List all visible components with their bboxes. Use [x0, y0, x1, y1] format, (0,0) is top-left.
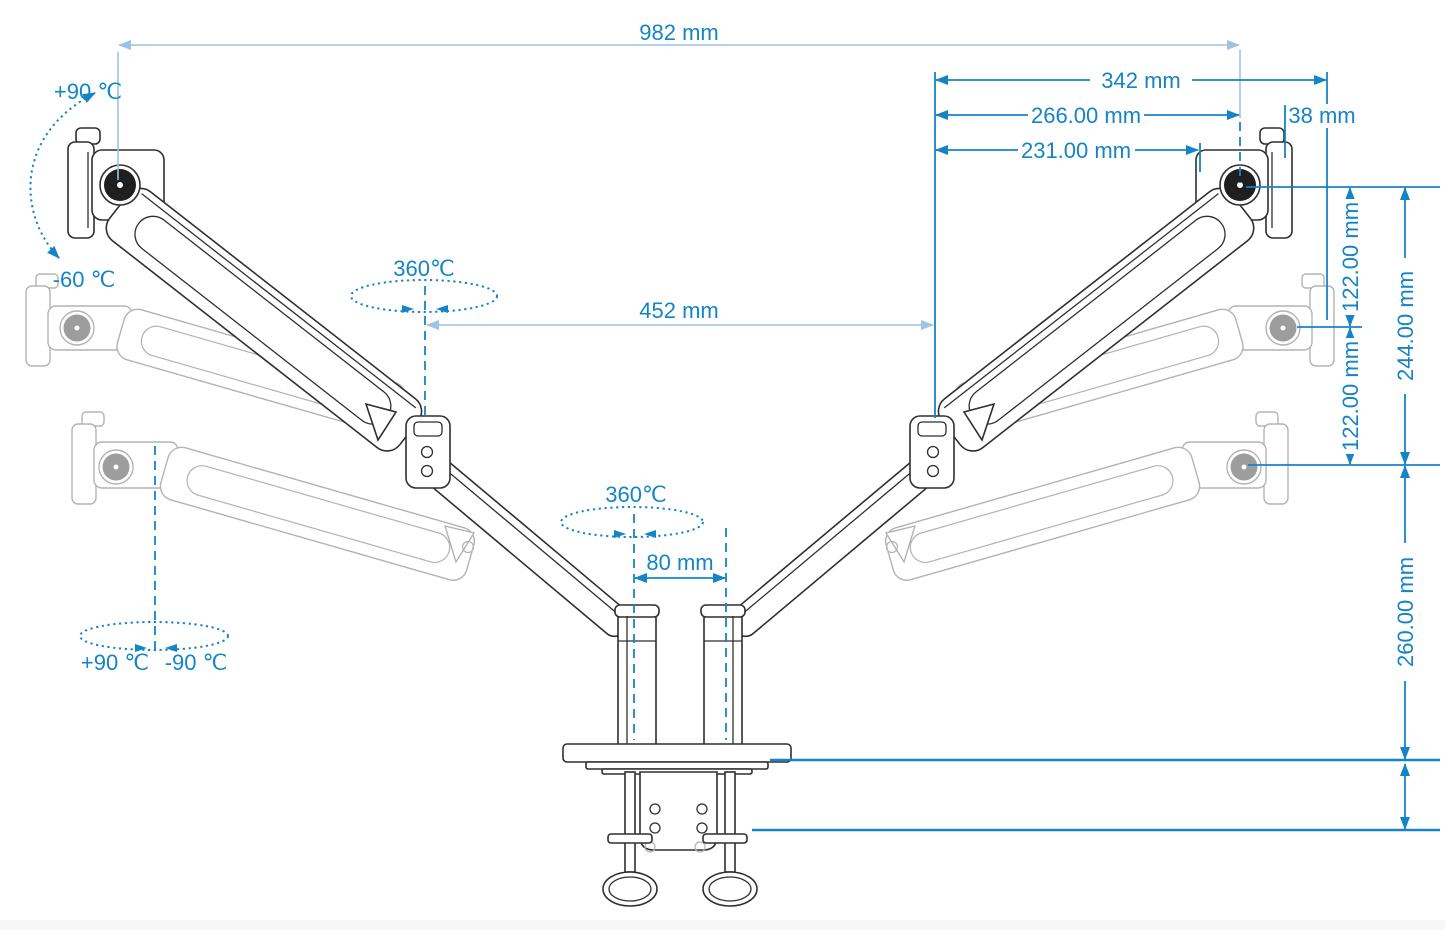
- label-bg-231: [1018, 138, 1135, 162]
- label-bg-244: [1395, 258, 1417, 394]
- elbow-screw-2: [420, 464, 434, 478]
- rotation-label-360-upper: 360℃: [393, 256, 454, 281]
- ghost-vesa-plate: [71, 423, 97, 505]
- dim-label-266: 266.00 mm: [1031, 103, 1141, 128]
- riser-pole: [614, 604, 660, 749]
- dim-label-452: 452 mm: [639, 298, 718, 323]
- rotation-ellipse-swivel: [79, 621, 229, 651]
- tilt-label-plus90: +90 ℃: [54, 79, 122, 104]
- dim-label-231: 231.00 mm: [1021, 138, 1131, 163]
- pole-cap: [614, 604, 660, 618]
- dim-label-244: 244.00 mm: [1393, 271, 1418, 381]
- rotation-arrow: [165, 644, 177, 652]
- elbow-clamp-detail: [413, 421, 443, 437]
- head-pivot-center: [117, 182, 123, 188]
- dim-label-80: 80 mm: [646, 550, 713, 575]
- ghost-arm-bar: [159, 446, 476, 581]
- ghost-pivot-center: [113, 464, 119, 470]
- ghost-arm-lower: [71, 411, 476, 581]
- elbow-joint-block: [405, 415, 451, 489]
- label-bg-122u: [1340, 199, 1362, 315]
- bracket-hole: [694, 841, 706, 853]
- rotation-arrow: [135, 644, 147, 652]
- arm-foot: [364, 402, 398, 442]
- pole-body: [617, 611, 657, 749]
- ghost-foot: [443, 525, 476, 564]
- dim-label-260: 260.00 mm: [1393, 557, 1418, 667]
- label-bg-260: [1395, 543, 1417, 681]
- clamp-knob-left-inner: [608, 876, 652, 902]
- dim-label-122-upper: 122.00 mm: [1338, 202, 1363, 312]
- main-arm: [67, 127, 632, 638]
- clamp-crossbar-right: [702, 833, 748, 844]
- right-arm-assembly: [700, 127, 1335, 749]
- rotation-arrow: [614, 530, 626, 538]
- rotation-arrow: [644, 530, 656, 538]
- dimension-labels: 982 mm 342 mm 266.00 mm 38 mm 231.00 mm …: [53, 20, 1418, 675]
- footer-strip: [0, 920, 1445, 930]
- clamp-rod-left: [624, 771, 636, 873]
- tilt-label-minus60: -60 ℃: [53, 267, 116, 292]
- label-bg-342: [1090, 68, 1192, 92]
- dim-label-38: 38 mm: [1288, 103, 1355, 128]
- swivel-label-minus90: -90 ℃: [165, 650, 228, 675]
- rotation-arrow: [402, 305, 414, 313]
- ghost-elbow-screw: [461, 540, 475, 554]
- ghost-pivot-center: [74, 325, 80, 331]
- clamp-crossbar-left: [607, 833, 653, 844]
- bracket-hole: [649, 822, 661, 834]
- dim-label-982: 982 mm: [639, 20, 718, 45]
- clamp-rod-right: [724, 771, 736, 873]
- label-backgrounds: [1018, 68, 1417, 681]
- ghost-vesa-plate: [25, 285, 51, 367]
- base-plate: [562, 743, 792, 763]
- product-drawing: [25, 127, 1335, 907]
- rotation-ellipse-center-360: [560, 506, 704, 538]
- left-arm-assembly: [25, 127, 660, 749]
- swivel-label-plus90: +90 ℃: [81, 650, 149, 675]
- label-bg-122l: [1340, 338, 1362, 454]
- dim-label-122-lower: 122.00 mm: [1338, 341, 1363, 451]
- desk-clamp-base: [562, 743, 792, 907]
- bracket-hole: [696, 822, 708, 834]
- label-bg-266: [1028, 103, 1144, 127]
- dim-label-342: 342 mm: [1101, 68, 1180, 93]
- base-step-1: [585, 761, 769, 770]
- bracket-hole: [649, 803, 661, 815]
- label-bg-38: [1286, 104, 1358, 128]
- vesa-plate: [67, 141, 95, 239]
- bracket-hole: [696, 803, 708, 815]
- rotation-ellipse-upper-360: [350, 279, 498, 313]
- clamp-knob-right-inner: [708, 876, 752, 902]
- rotation-arrow: [436, 305, 448, 313]
- elbow-screw-1: [420, 445, 434, 459]
- rotation-label-360-center: 360℃: [605, 482, 666, 507]
- dimension-linework: [29, 40, 1440, 832]
